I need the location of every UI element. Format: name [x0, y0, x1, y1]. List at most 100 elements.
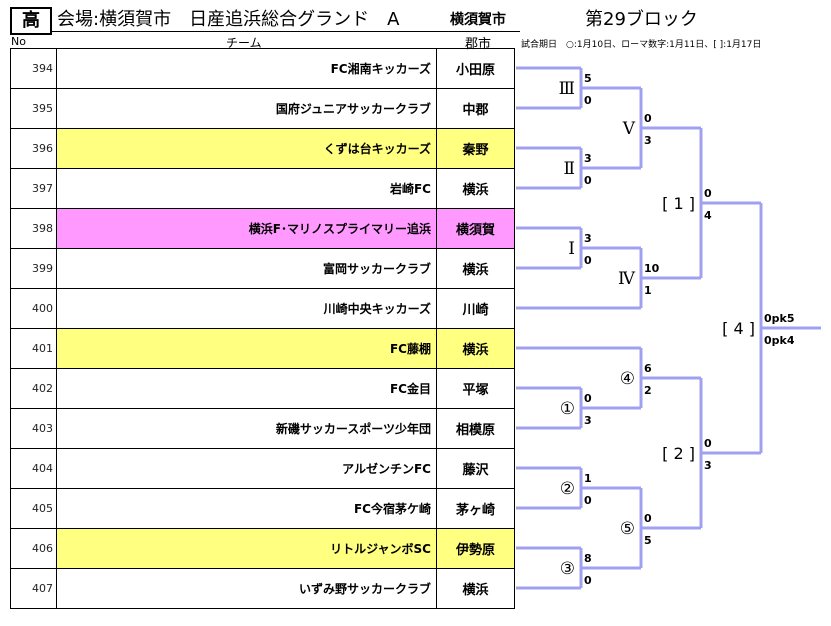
score-bottom: 0pk4: [764, 334, 795, 347]
score-bottom: 5: [644, 534, 652, 547]
match-label-c4: ④: [620, 369, 635, 389]
team-name: いずみ野サッカークラブ: [56, 568, 437, 609]
team-city: 伊勢原: [436, 528, 515, 569]
score-bottom: 0: [584, 494, 592, 507]
score-top: 6: [644, 362, 652, 375]
team-city: 茅ヶ崎: [436, 488, 515, 529]
team-name: くずは台キッカーズ: [56, 128, 437, 169]
match-label-c2: ②: [560, 479, 575, 499]
team-city: 秦野: [436, 128, 515, 169]
host-city: 横須賀市: [450, 12, 506, 28]
match-label-b1: [ 1 ]: [662, 194, 695, 213]
team-name: 富岡サッカークラブ: [56, 248, 437, 289]
score-top: 0: [704, 187, 712, 200]
team-number: 396: [10, 128, 57, 169]
score-top: 0: [584, 392, 592, 405]
team-number: 403: [10, 408, 57, 449]
score-top: 0pk5: [764, 312, 795, 325]
score-bottom: 0: [584, 174, 592, 187]
team-number: 395: [10, 88, 57, 129]
team-number: 397: [10, 168, 57, 209]
title-underline: [52, 31, 520, 32]
team-city: 横浜: [436, 568, 515, 609]
match-label-c5: ⑤: [620, 519, 635, 539]
team-name: FC今宿茅ケ崎: [56, 488, 437, 529]
team-number: 405: [10, 488, 57, 529]
score-top: 3: [584, 232, 592, 245]
team-name: リトルジャンボSC: [56, 528, 437, 569]
team-city: 小田原: [436, 48, 515, 89]
team-city: 平塚: [436, 368, 515, 409]
match-label-b4: [ 4 ]: [722, 319, 755, 338]
team-city: 中郡: [436, 88, 515, 129]
match-label-c3: ③: [560, 559, 575, 579]
block-title: 第29ブロック: [585, 9, 698, 30]
team-city: 横浜: [436, 328, 515, 369]
team-name: 岩崎FC: [56, 168, 437, 209]
team-number: 399: [10, 248, 57, 289]
score-bottom: 2: [644, 384, 652, 397]
score-top: 8: [584, 552, 592, 565]
score-bottom: 0: [584, 94, 592, 107]
match-label-m2: Ⅱ: [563, 159, 575, 179]
column-header-no: No: [11, 35, 26, 48]
match-date-note: 試合期日 ○:1月10日、ローマ数字:1月11日、[ ]:1月17日: [521, 40, 762, 50]
venue-title: 会場:横須賀市 日産追浜総合グランド A: [57, 9, 400, 30]
score-bottom: 3: [584, 414, 592, 427]
score-top: 1: [584, 472, 592, 485]
team-name: FC金目: [56, 368, 437, 409]
team-number: 394: [10, 48, 57, 89]
match-label-m4: Ⅳ: [618, 269, 636, 289]
match-label-m1: Ⅰ: [568, 239, 575, 259]
team-city: 藤沢: [436, 448, 515, 489]
score-top: 10: [644, 262, 660, 275]
team-city: 相模原: [436, 408, 515, 449]
team-city: 横浜: [436, 168, 515, 209]
score-top: 0: [644, 112, 652, 125]
score-top: 5: [584, 72, 592, 85]
team-number: 406: [10, 528, 57, 569]
team-city: 横浜: [436, 248, 515, 289]
match-label-c1: ①: [560, 399, 575, 419]
score-top: 0: [704, 437, 712, 450]
score-bottom: 3: [644, 134, 652, 147]
match-label-m5: Ⅴ: [622, 119, 636, 139]
team-number: 398: [10, 208, 57, 249]
team-name: 国府ジュニアサッカークラブ: [56, 88, 437, 129]
score-top: 0: [644, 512, 652, 525]
match-label-b2: [ 2 ]: [662, 444, 695, 463]
score-bottom: 1: [644, 284, 652, 297]
team-number: 400: [10, 288, 57, 329]
grade-badge: 高: [10, 7, 52, 35]
team-name: アルゼンチンFC: [56, 448, 437, 489]
team-name: 新磯サッカースポーツ少年団: [56, 408, 437, 449]
score-bottom: 0: [584, 254, 592, 267]
score-bottom: 3: [704, 459, 712, 472]
team-number: 402: [10, 368, 57, 409]
team-name: FC藤棚: [56, 328, 437, 369]
team-number: 407: [10, 568, 57, 609]
column-header-team: チーム: [226, 36, 262, 50]
team-number: 401: [10, 328, 57, 369]
team-city: 横須賀: [436, 208, 515, 249]
score-top: 3: [584, 152, 592, 165]
team-name: 川崎中央キッカーズ: [56, 288, 437, 329]
score-bottom: 0: [584, 574, 592, 587]
team-number: 404: [10, 448, 57, 489]
team-name: FC湘南キッカーズ: [56, 48, 437, 89]
team-name: 横浜F･マリノスプライマリー追浜: [56, 208, 437, 249]
